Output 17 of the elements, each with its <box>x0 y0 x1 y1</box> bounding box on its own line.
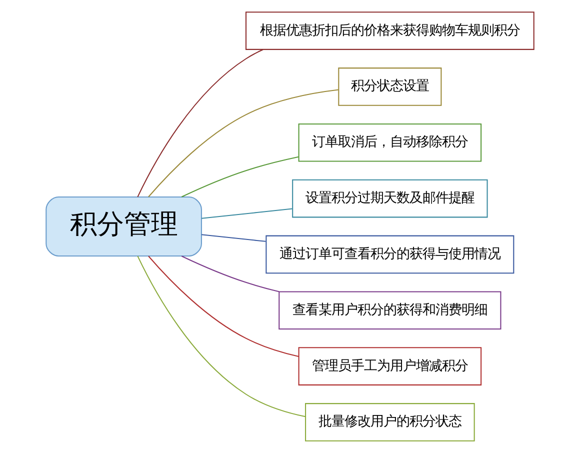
node-box: 根据优惠折扣后的价格来获得购物车规则积分 <box>245 12 534 50</box>
connector <box>202 234 266 242</box>
node-box: 查看某用户积分的获得和消费明细 <box>278 291 502 330</box>
node-box: 积分管理 <box>46 196 202 257</box>
connector <box>202 208 292 219</box>
connector <box>137 49 264 198</box>
node-box: 积分状态设置 <box>338 68 442 106</box>
connector <box>181 256 280 292</box>
connector <box>148 89 338 198</box>
connector <box>181 156 299 198</box>
node-box: 管理员手工为用户增减积分 <box>298 347 482 386</box>
node-box: 订单取消后，自动移除积分 <box>298 123 482 162</box>
connector <box>137 256 306 418</box>
connector <box>148 256 299 357</box>
node-box: 设置积分过期天数及邮件提醒 <box>292 179 488 218</box>
node-box: 通过订单可查看积分的获得与使用情况 <box>266 235 514 274</box>
node-box: 批量修改用户的积分状态 <box>305 403 475 442</box>
